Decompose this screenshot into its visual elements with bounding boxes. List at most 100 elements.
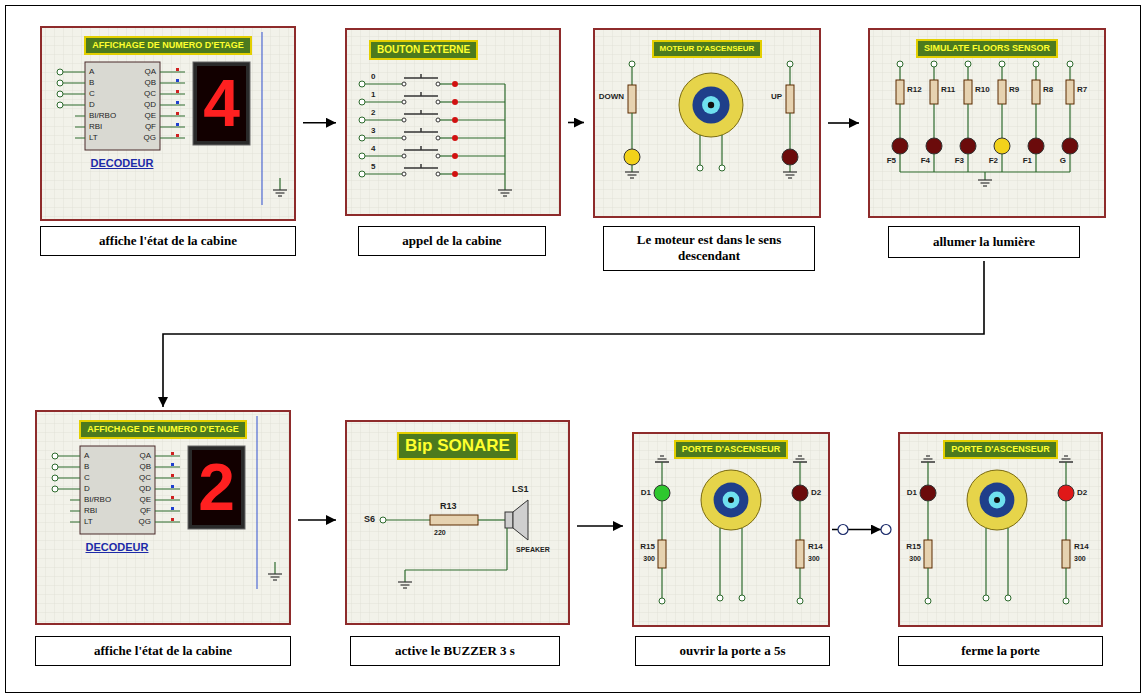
pin-wire [155,478,180,479]
button-stem [420,128,422,132]
wire [699,135,700,165]
pin-state [171,474,174,477]
led-dot [452,81,458,87]
pin-wire [75,116,85,117]
button-contact [402,136,406,140]
wire [631,67,632,85]
sheet-line [262,32,263,205]
ground-symbol [796,458,805,459]
ground-symbol [786,174,795,175]
ground-symbol [783,171,797,172]
wire [458,155,505,156]
resistor [658,540,666,568]
pin-wire [70,522,80,523]
wire [721,135,722,165]
wire [719,528,720,595]
wire [927,501,928,540]
button-stem [420,110,422,114]
wire [458,137,505,138]
wire [440,173,452,174]
wire [440,137,452,138]
pin-name: QC [144,90,156,98]
wire [789,67,790,85]
led [624,149,640,165]
wire [365,101,402,102]
terminal [739,595,745,601]
signal-label: F2 [989,157,998,165]
resistor [998,80,1006,104]
part-label: R14 [808,543,823,551]
pin-name: BI/RBO [89,112,116,120]
caption-text: affiche l'état de la cabine [99,233,237,249]
part-value: 300 [1074,555,1086,562]
wire [365,137,402,138]
panel-grid [40,26,296,221]
wire [799,501,800,540]
resistor [924,540,932,568]
resistor [1032,80,1040,104]
wire [933,67,934,80]
ground-symbol [273,579,277,580]
wire [661,568,662,598]
part-label: R8 [1043,86,1053,94]
part-label: R14 [1074,543,1089,551]
pin-name: QD [139,485,151,493]
panel-ground [593,28,821,218]
panel-ground [345,420,570,625]
wire [506,528,507,570]
wire [1035,67,1036,80]
part-label: R11 [941,86,955,94]
flow-arrow [828,122,859,124]
panel-title: AFFICHAGE DE NUMERO D'ETAGE [79,420,246,439]
wire [1035,104,1036,138]
ground-symbol [924,458,933,459]
button-stem [420,74,422,78]
caption-text: Le moteur est dans le sens descendant [612,232,806,265]
led-dot [452,117,458,123]
button-number: 2 [371,109,375,117]
part-value: 300 [909,555,921,562]
resistor [628,85,636,113]
pin-name: QF [145,123,156,131]
signal-label: F1 [1023,157,1032,165]
pin-state [176,68,179,71]
panel-ground [345,28,561,216]
part-label: D2 [1077,489,1087,497]
pin-wire [58,467,80,468]
wire [984,172,985,180]
pin-wire [160,83,185,84]
led-dot [452,99,458,105]
wire [927,462,928,485]
pin-name: QG [144,134,156,142]
pin-name: QE [144,112,156,120]
button-number: 1 [371,91,375,99]
terminal [359,171,365,177]
wire [1065,501,1066,540]
button-contact [436,118,440,122]
wire [365,83,402,84]
ground-symbol [926,455,930,456]
wire [1065,568,1066,598]
pin-wire [160,127,185,128]
terminal [897,61,903,67]
pin-name: QC [139,474,151,482]
terminal [965,61,971,67]
motor-axis [994,497,1000,503]
panel-title: Bip SONARE [397,432,518,460]
button-number: 5 [371,163,375,171]
led [1028,138,1044,154]
pin-wire [63,72,85,73]
caption-box: affiche l'état de la cabine [35,636,291,666]
pin-name: B [84,463,89,471]
display-face [197,66,246,141]
button-stem [420,92,422,96]
part-label: LS1 [512,485,529,494]
pin-wire [58,456,80,457]
wire [440,119,452,120]
terminal [359,81,365,87]
panel-title: PORTE D'ASCENSEUR [674,440,789,459]
pin-state [171,507,174,510]
terminal [787,61,793,67]
pin-name: LT [84,518,93,526]
panel-ground [868,28,1106,218]
